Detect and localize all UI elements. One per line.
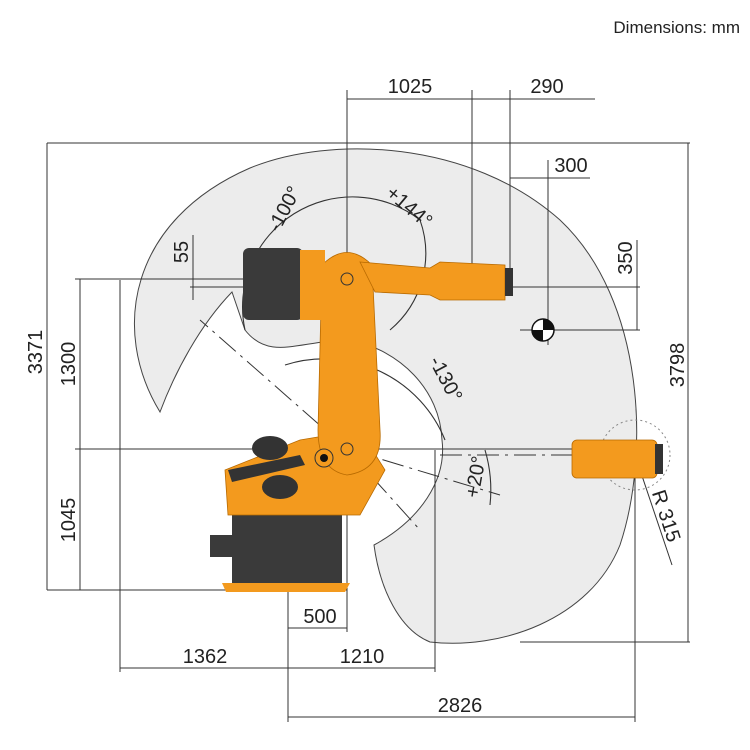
dim-350: 350: [615, 241, 637, 274]
dim-1210: 1210: [340, 646, 385, 668]
dim-1045: 1045: [58, 498, 80, 543]
dim-300: 300: [554, 155, 587, 177]
dim-r315: R 315: [647, 487, 684, 545]
workspace-envelope: [134, 148, 638, 644]
dim-2826: 2826: [438, 695, 483, 717]
dim-1300: 1300: [58, 342, 80, 387]
dim-3371: 3371: [25, 330, 47, 375]
kuka-robot: [210, 248, 663, 592]
dim-500: 500: [303, 606, 336, 628]
dimension-lines: [46, 98, 689, 718]
dim-1025: 1025: [388, 76, 433, 98]
dim-55: 55: [171, 241, 193, 263]
dim-290: 290: [530, 76, 563, 98]
units-label: Dimensions: mm: [613, 18, 740, 37]
robot-base: [232, 515, 342, 585]
dim-3798: 3798: [667, 343, 689, 388]
robot-upper-arm: [359, 261, 506, 301]
robot-lower-arm: [317, 252, 381, 476]
dim-1362: 1362: [183, 646, 228, 668]
robot-counterweight: [243, 248, 303, 320]
center-of-gravity-icon: [531, 318, 555, 342]
robot-wrist-extended: [571, 439, 663, 479]
